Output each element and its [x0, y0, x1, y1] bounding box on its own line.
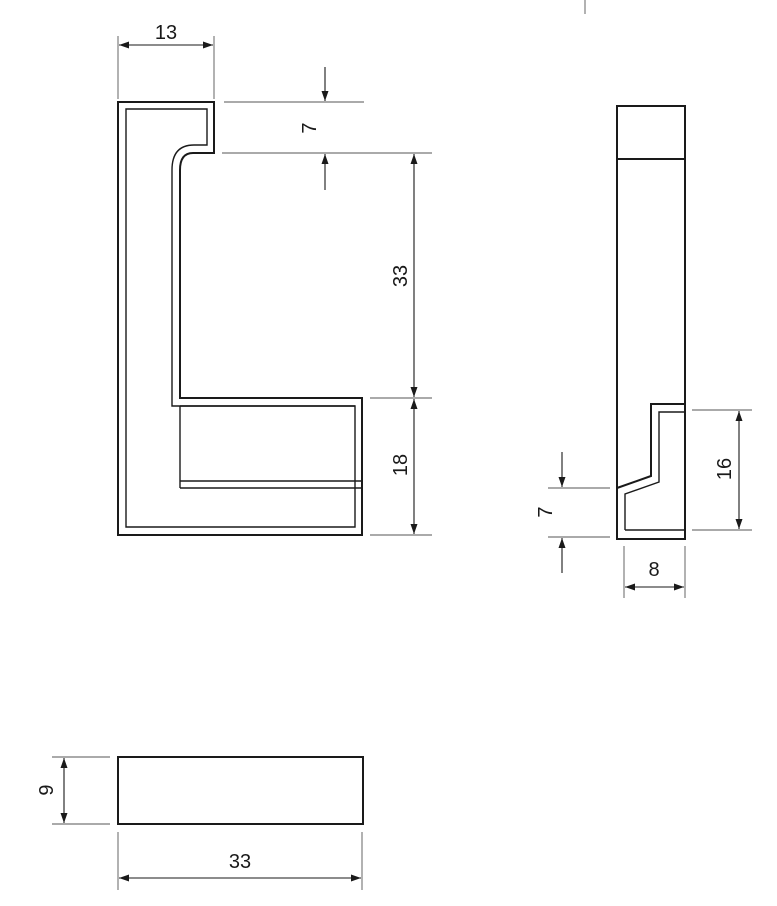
dim-length: 33 — [117, 832, 363, 890]
dim-lower-block-label: 18 — [390, 454, 412, 476]
dim-top-width: 13 — [117, 22, 215, 99]
dim-depth: 8 — [623, 546, 686, 598]
dim-thickness: 9 — [36, 756, 110, 825]
dim-thickness-label: 9 — [36, 784, 58, 795]
side-view: 16 7 8 — [535, 105, 752, 598]
dim-length-label: 33 — [229, 851, 251, 873]
dim-top-width-label: 13 — [155, 22, 177, 44]
dim-upper-lip: 7 — [222, 67, 432, 190]
side-view-step-profile — [616, 403, 685, 489]
dim-depth-label: 8 — [648, 559, 659, 581]
front-view-inner-profile — [125, 108, 356, 528]
dim-step-height: 16 — [692, 409, 752, 531]
front-view-outer-profile — [117, 101, 363, 536]
dim-gap-height: 33 — [370, 154, 432, 399]
top-view: 9 33 — [36, 756, 364, 890]
side-view-outline — [616, 105, 686, 540]
dim-step-height-label: 16 — [714, 458, 736, 480]
front-view: 13 7 33 18 — [117, 22, 432, 536]
dim-gap-height-label: 33 — [390, 265, 412, 287]
side-view-step-inner — [624, 411, 685, 530]
top-view-outline — [117, 756, 364, 825]
dim-foot-label: 7 — [535, 506, 557, 517]
dim-upper-lip-label: 7 — [299, 122, 321, 133]
dim-lower-block: 18 — [370, 399, 432, 536]
dim-foot: 7 — [535, 452, 610, 573]
